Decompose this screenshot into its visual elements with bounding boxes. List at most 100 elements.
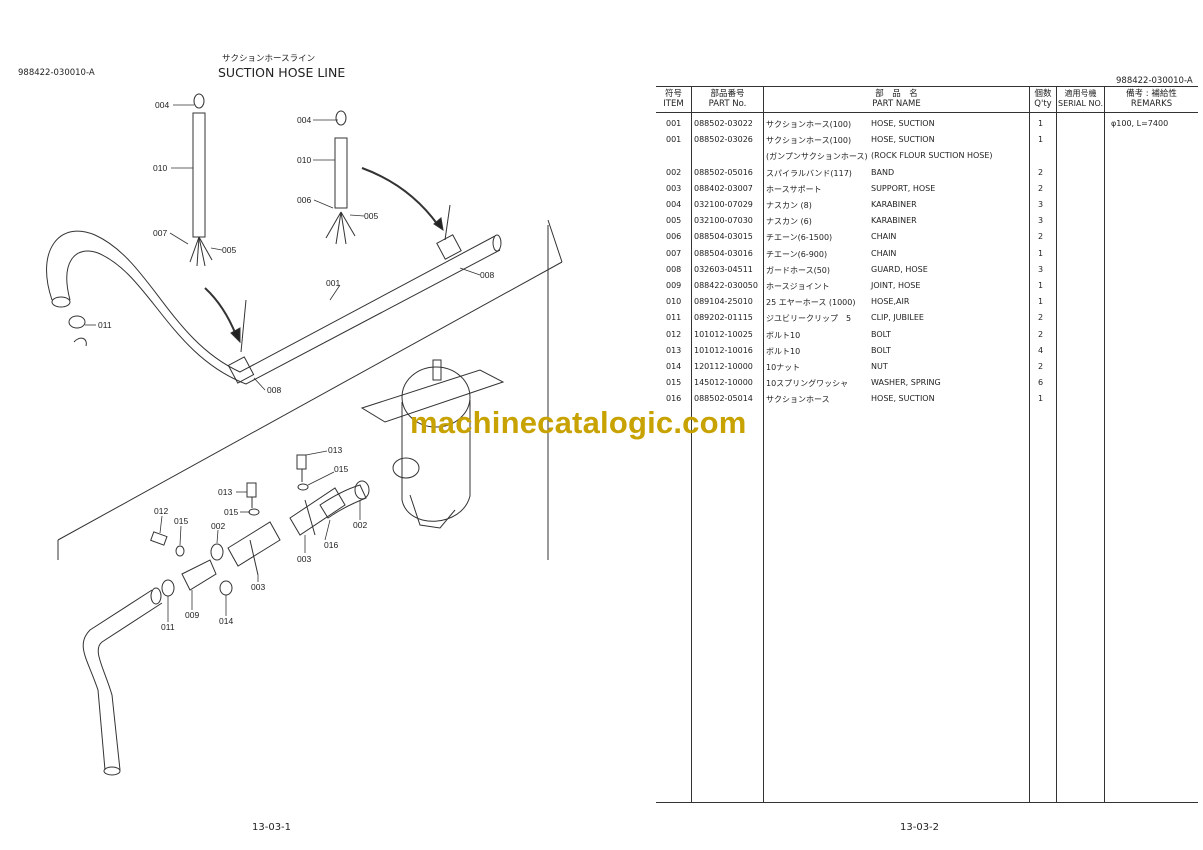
cell-item: 004: [666, 200, 682, 209]
table-header-divider: [656, 112, 1198, 113]
cell-name-jp: サクションホース(100): [766, 120, 852, 129]
cell-part-no: 088504-03016: [694, 248, 753, 258]
cell-item: 005: [666, 216, 682, 226]
cell-part-no: 101012-10016: [694, 345, 753, 355]
washer-015-top: [297, 483, 309, 491]
cell-name-en: BOLT: [871, 329, 891, 339]
cell-name-jp: ホースジョイント: [766, 282, 830, 291]
cell-name-jp: ガードホース(50): [766, 265, 831, 275]
col-divider: [763, 86, 764, 802]
table-row: 010 089104-25010 25 エヤーホース (1000) HOSE,AIR 1: [656, 294, 1198, 310]
cell-item: 001: [666, 119, 682, 128]
hanger-clip-left: [240, 299, 247, 353]
callout-010: 010: [153, 163, 167, 173]
cell-part-no: 089104-25010: [694, 297, 753, 307]
cell-name-en: SUPPORT, HOSE: [871, 183, 936, 193]
diagram-boundary-line: [57, 261, 563, 541]
callout-005: 005: [222, 245, 236, 255]
callout-012: 012: [154, 506, 168, 516]
table-border-top: [656, 86, 1198, 87]
cell-item: 010: [666, 297, 682, 307]
callout-015: 015: [174, 516, 188, 526]
page-number-right: 13-03-2: [900, 822, 940, 833]
cell-name-jp: 10スプリングワッシャ: [766, 379, 849, 389]
cell-remarks: φ100, L=7400: [1111, 119, 1169, 128]
band-002-right: [354, 480, 370, 500]
cell-name-en: WASHER, SPRING: [871, 378, 941, 388]
cell-qty: 4: [1038, 345, 1044, 355]
jubilee-clip-top: [68, 315, 87, 347]
cell-item: 008: [666, 264, 682, 274]
cell-item: 014: [666, 362, 682, 371]
cell-part-no: 088502-03026: [694, 135, 753, 145]
callout-006: 006: [297, 195, 311, 205]
cell-name-en: HOSE,AIR: [871, 297, 910, 307]
cell-item: 003: [666, 183, 682, 193]
cell-name-jp: チエーン(6-900): [766, 249, 828, 259]
page-number-left: 13-03-1: [252, 822, 292, 833]
arrow-head: [230, 327, 241, 344]
bolt-013-left: [246, 482, 257, 508]
hanger-assembly-left: [189, 93, 213, 267]
cell-name-en: KARABINER: [871, 200, 917, 209]
callout-013: 013: [328, 445, 342, 455]
cell-name-jp: ナスカン (6): [766, 217, 812, 227]
hose-support-003-left: [227, 521, 281, 576]
doc-code-right: 988422-030010-A: [1116, 76, 1193, 86]
cell-name-jp: サクションホース: [766, 395, 830, 405]
cell-name-jp: ボルト10: [766, 330, 801, 340]
cell-qty: 1: [1038, 297, 1044, 307]
diagram-boundary-line: [547, 219, 563, 263]
cell-qty: 2: [1038, 362, 1044, 371]
cell-part-no: 032100-07030: [694, 216, 753, 226]
cell-name-jp: チエーン(6-1500): [766, 233, 833, 243]
leader-lines: [85, 104, 481, 622]
table-border-bottom: [656, 802, 1198, 803]
cell-name-en: CHAIN: [871, 248, 897, 258]
cell-item: 015: [666, 378, 682, 388]
cell-qty: 6: [1038, 378, 1044, 388]
washer-015-left: [175, 545, 185, 557]
watermark: machinecatalogic.com: [410, 405, 747, 440]
jubilee-clip-011-bottom: [161, 579, 175, 597]
callout-004: 004: [155, 100, 169, 110]
callout-003: 003: [297, 554, 311, 564]
cell-name-en: KARABINER: [871, 216, 917, 226]
cell-qty: 1: [1038, 394, 1044, 404]
callout-002: 002: [353, 520, 367, 530]
band-002-left: [210, 543, 224, 561]
cell-qty: 3: [1038, 216, 1044, 226]
col-divider: [1029, 86, 1030, 802]
cell-name-en: HOSE, SUCTION: [871, 119, 935, 128]
cell-part-no: 032603-04511: [694, 264, 753, 274]
cell-name-jp: スパイラルバンド(117): [766, 168, 852, 178]
cell-name-en: CLIP, JUBILEE: [871, 313, 924, 323]
page-title-jp: サクションホースライン: [222, 54, 316, 64]
cell-name-jp: 25 エヤーホース (1000): [766, 298, 856, 308]
cell-qty: 1: [1038, 248, 1044, 258]
cell-qty: 3: [1038, 200, 1044, 209]
callout-010: 010: [297, 155, 311, 165]
cell-part-no: 088502-05014: [694, 394, 753, 404]
cell-name-en: BOLT: [871, 345, 891, 355]
cell-name-jp: サクションホース(100): [766, 136, 852, 146]
doc-code-left: 988422-030010-A: [18, 68, 95, 78]
callout-005: 005: [364, 211, 378, 221]
callout-011: 011: [98, 320, 112, 330]
cell-item: 012: [666, 329, 682, 339]
table-row: 005 032100-07030 ナスカン (6) KARABINER 3: [656, 213, 1198, 229]
page-title: SUCTION HOSE LINE: [218, 65, 346, 80]
cell-part-no: 088504-03015: [694, 232, 753, 242]
cell-qty: 1: [1038, 281, 1044, 290]
callout-008: 008: [480, 270, 494, 280]
